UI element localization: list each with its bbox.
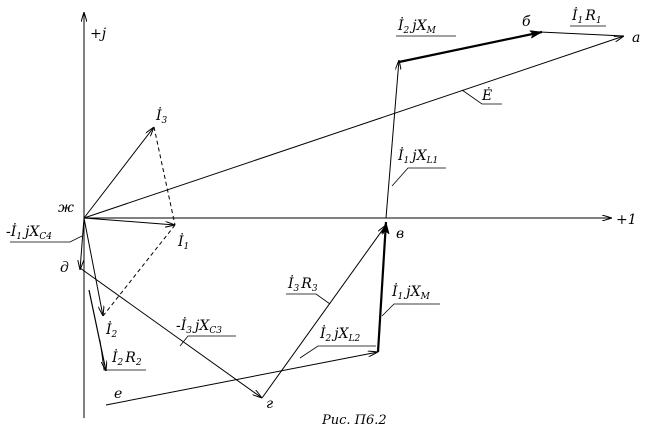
label-I3: İ3 (155, 106, 168, 126)
point-v: в (396, 226, 404, 242)
vector-I2jXL2 (105, 352, 378, 406)
dashed-I2-I1 (102, 224, 176, 317)
leader-I1jXM (381, 303, 440, 317)
vector-E (83, 36, 624, 219)
imag-axis-label: +j (90, 26, 107, 42)
point-zh: ж (58, 200, 74, 216)
vector-I2R2 (88, 289, 106, 371)
vector-I2jXM (398, 32, 542, 64)
vector-I3R3 (261, 225, 386, 399)
label-I2: İ2 (105, 320, 118, 340)
leader-mI1jXC4 (10, 235, 83, 243)
vector-I3 (83, 127, 154, 219)
label-I1: İ1 (177, 232, 189, 252)
point-g: г (266, 396, 273, 412)
point-d: д (60, 260, 69, 276)
leader-E (461, 89, 502, 105)
leader-I2jXL2 (299, 345, 376, 359)
vector-I1jXL1 (385, 60, 399, 219)
leader-I1jXL1 (391, 167, 446, 187)
leader-I2R2 (99, 339, 146, 371)
leader-I3R3 (286, 293, 331, 305)
point-a: а (632, 30, 640, 46)
vector-I1jXC4 (80, 217, 85, 270)
figure-caption: Рис. П6.2 (321, 413, 387, 428)
point-e: е (114, 386, 122, 402)
point-b: б (522, 14, 531, 30)
label-E: Ė (481, 86, 492, 104)
leader-mI3jXC3 (179, 335, 236, 347)
vector-I1jXM (376, 222, 386, 353)
vector-I1 (83, 217, 175, 225)
vector-I3jXC3 (79, 267, 262, 398)
vector-I1R1 (539, 31, 625, 37)
vector-I2 (83, 217, 103, 316)
dashed-I3-I1 (153, 126, 176, 226)
real-axis-label: +1 (616, 212, 637, 228)
